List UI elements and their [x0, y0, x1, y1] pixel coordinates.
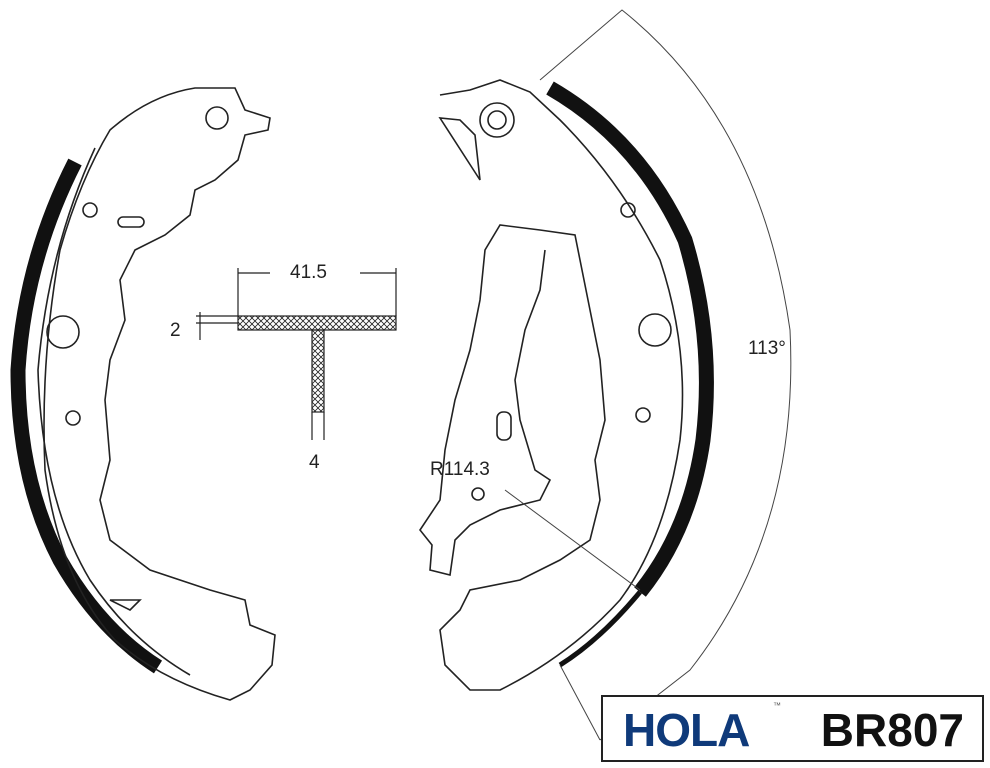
trademark-symbol: ™ — [773, 701, 781, 710]
left-shoe-lining — [10, 158, 163, 674]
right-shoe-lining — [546, 81, 714, 597]
brand-logo: HOLA — [623, 704, 750, 756]
width-dimension: 41.5 — [290, 262, 327, 283]
angle-arc — [539, 9, 792, 741]
right-shoe-web — [419, 79, 684, 691]
right-brake-shoe — [419, 79, 714, 691]
annotations — [504, 9, 792, 741]
left-shoe-web — [43, 87, 276, 701]
left-brake-shoe — [10, 87, 276, 701]
angle-dimension: 113° — [748, 338, 786, 359]
web-thickness-dimension: 4 — [309, 452, 320, 473]
lining-thickness-dimension: 2 — [170, 320, 181, 341]
left-shoe-table — [37, 147, 191, 676]
part-number: BR807 — [820, 704, 964, 756]
cross-section — [196, 268, 397, 440]
radius-dimension: R114.3 — [430, 459, 490, 480]
product-label: HOLA ™ BR807 — [601, 695, 984, 762]
